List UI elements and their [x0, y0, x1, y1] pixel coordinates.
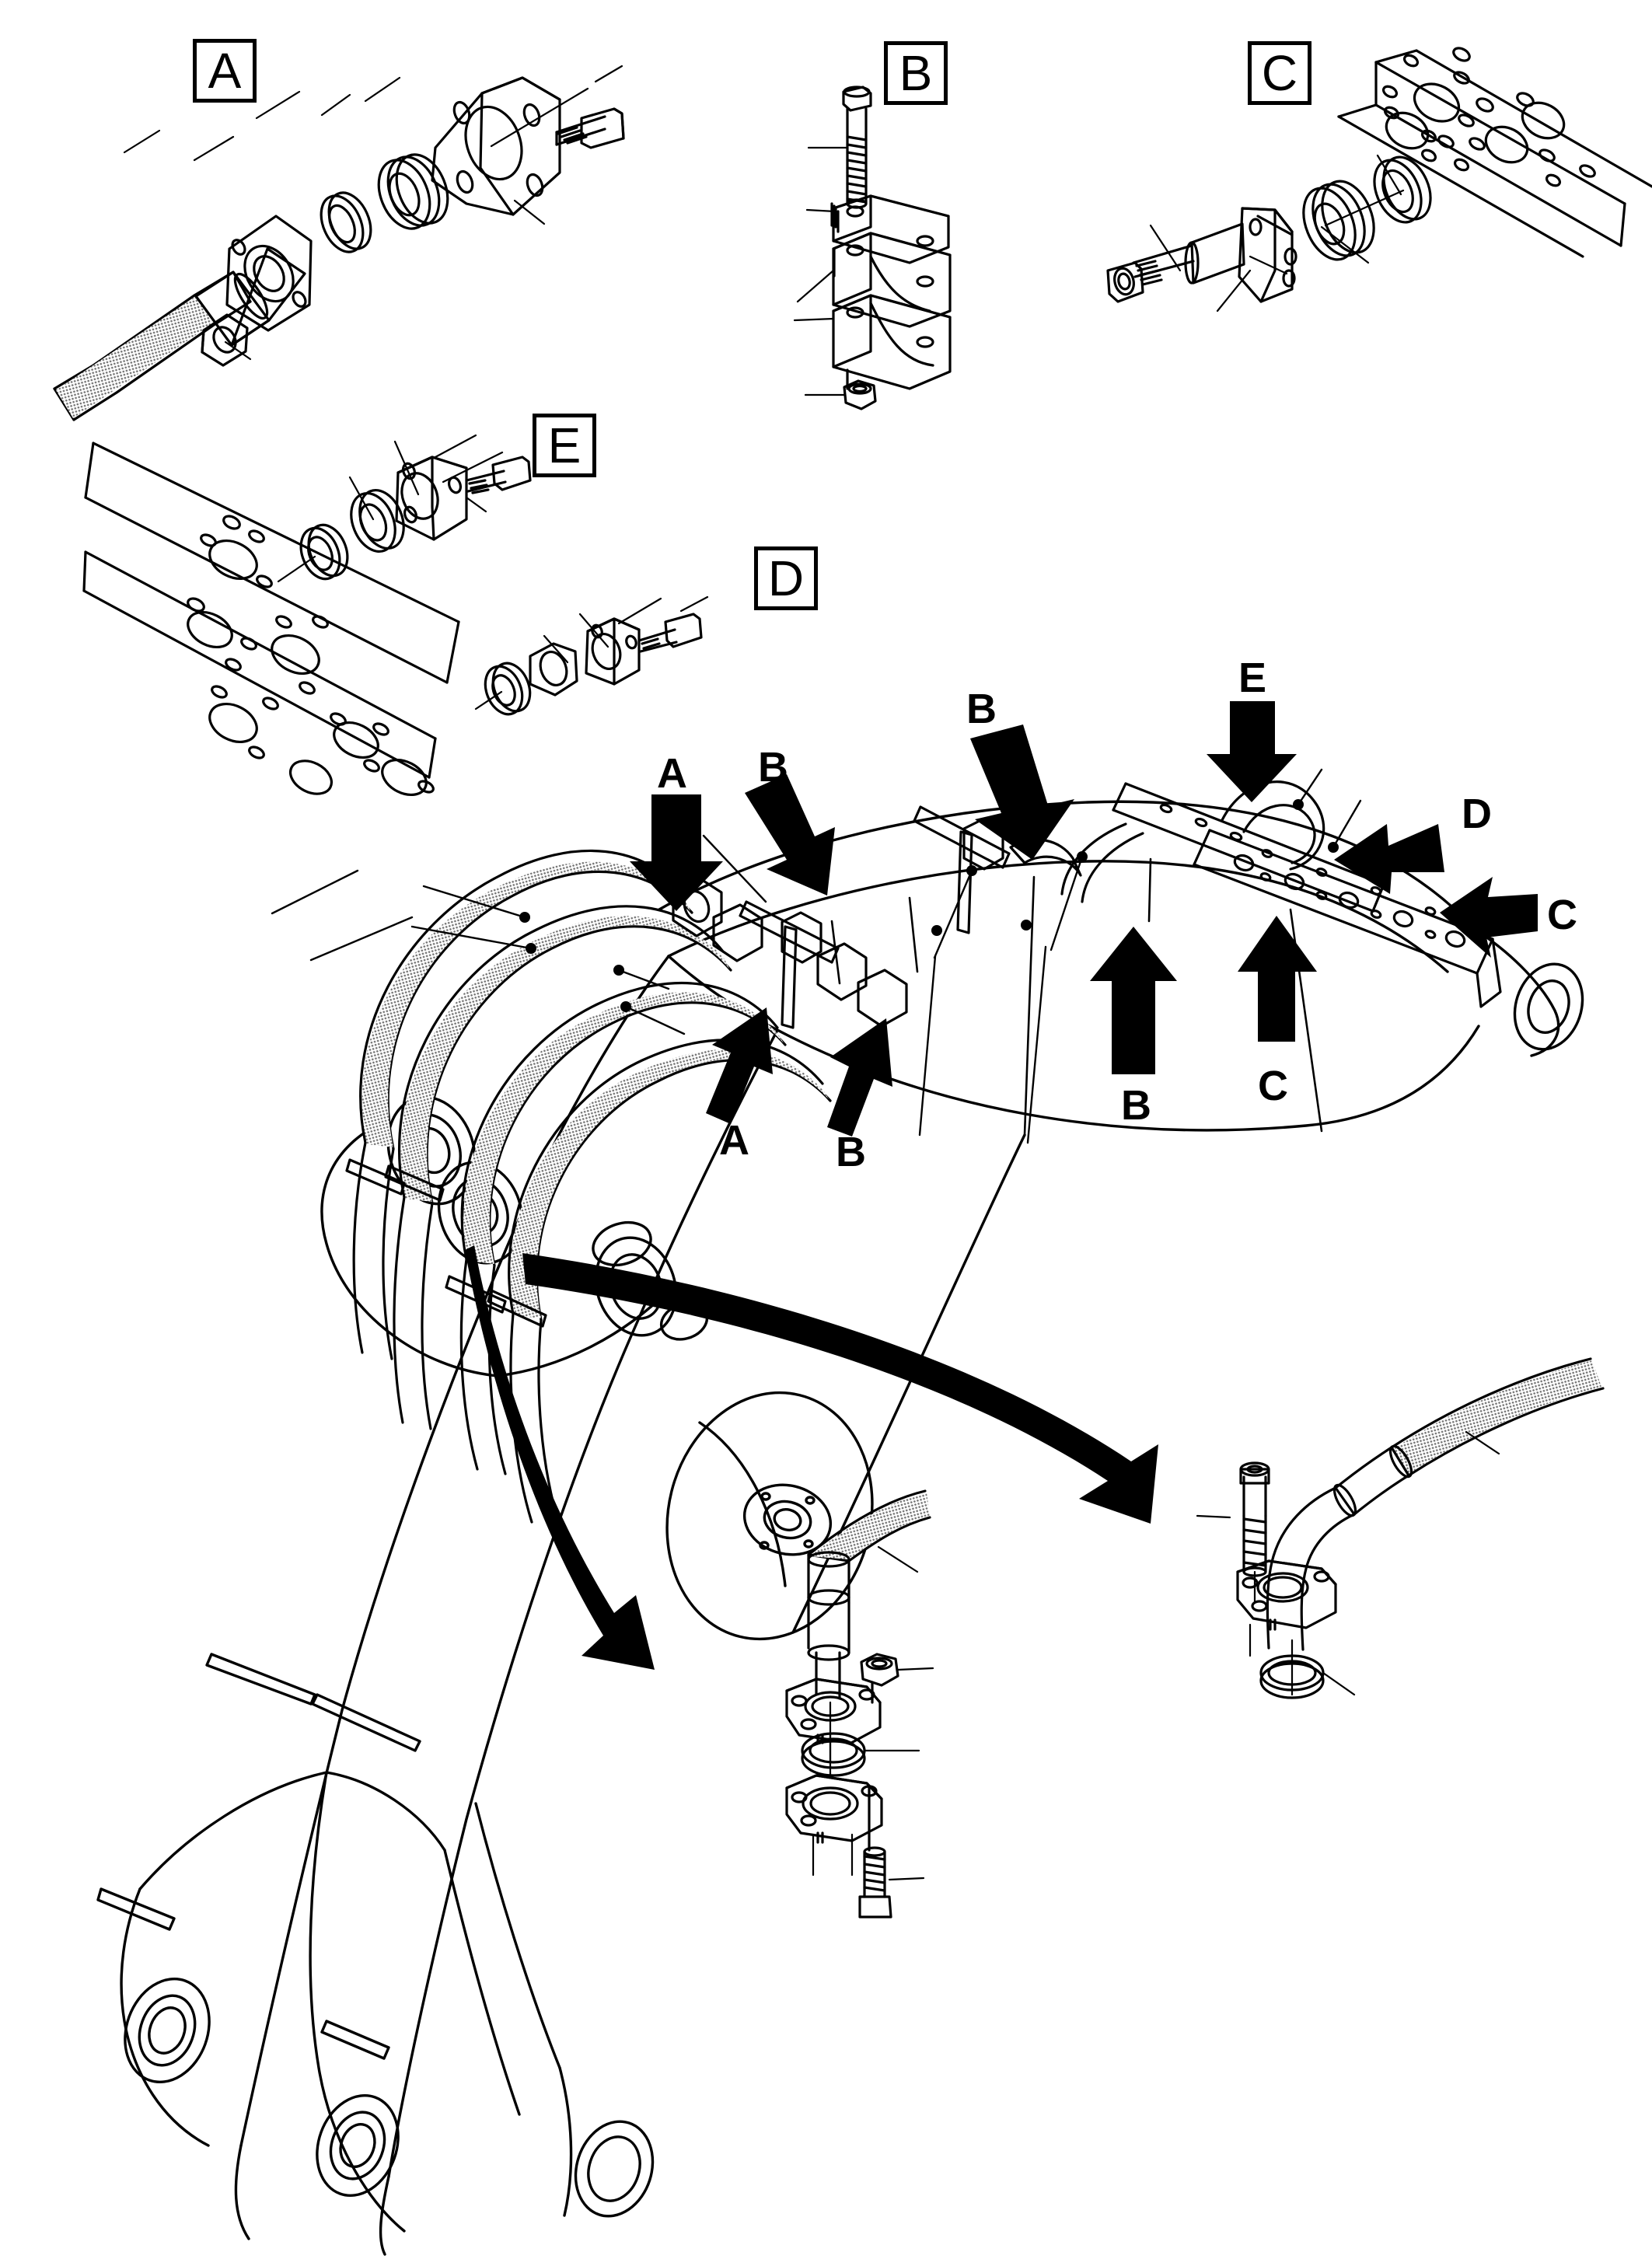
lower-right-tube-detail: [1196, 1357, 1605, 1699]
callout-label-a-upper: A: [657, 750, 687, 797]
callout-label-c-right: C: [1547, 892, 1577, 938]
detail-label-box-c: C: [1248, 41, 1311, 105]
callout-label-d-right: D: [1462, 791, 1492, 837]
detail-label-box-e: E: [533, 414, 596, 477]
detail-a-assembly: [53, 65, 625, 421]
callout-label-e-upper: E: [1238, 655, 1267, 701]
detail-e-assembly: [82, 434, 709, 797]
detail-b-assembly: [793, 86, 952, 410]
detail-label-box-b: B: [884, 41, 948, 105]
detail-label-box-a: A: [193, 39, 257, 103]
detail-c-assembly: [1106, 47, 1652, 312]
lower-center-hose-detail: [785, 1489, 934, 1919]
detail-label-box-d: D: [754, 546, 818, 610]
callout-label-b-lower-left: B: [836, 1129, 866, 1175]
callout-label-b-upper-mid: B: [966, 686, 997, 732]
callout-label-b-lower-mid: B: [1121, 1082, 1151, 1129]
hydraulic-hoses: [345, 849, 832, 1528]
zoom-callout-arrows: [465, 1245, 1158, 1670]
callout-label-a-lower: A: [719, 1117, 749, 1164]
callout-label-c-lower: C: [1258, 1063, 1288, 1109]
callout-label-b-upper-left: B: [758, 744, 788, 791]
